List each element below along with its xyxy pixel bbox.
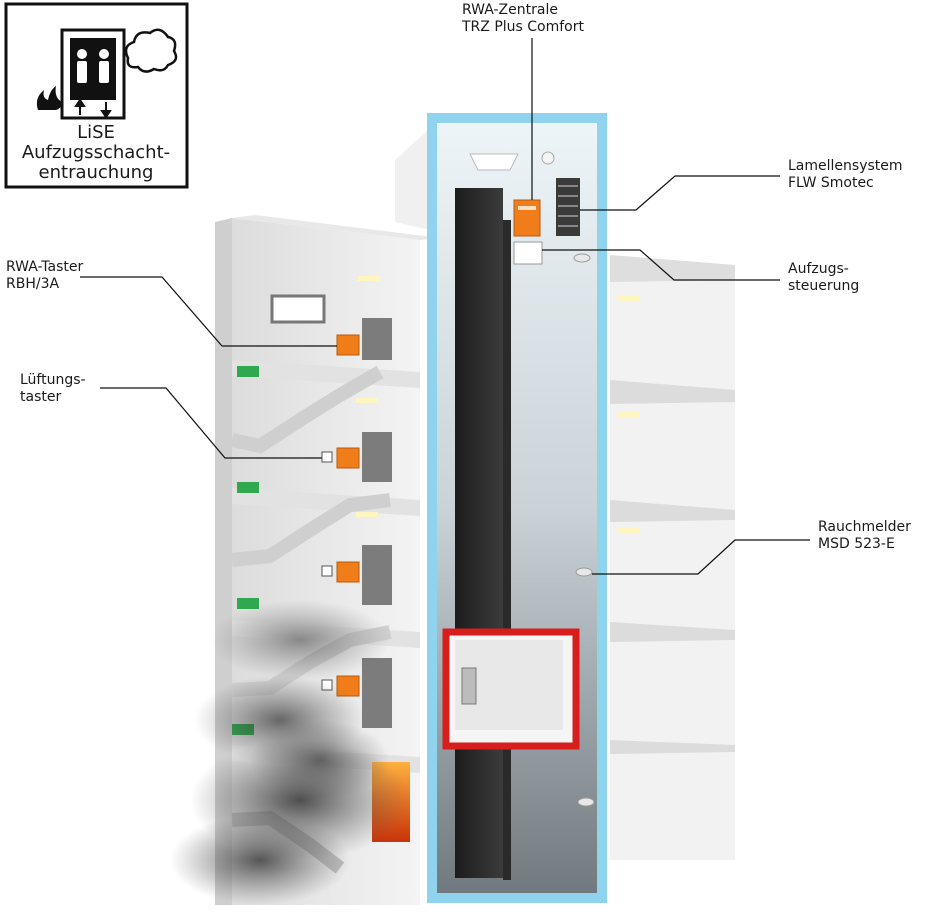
label-rwa-taster-1: RWA-Taster <box>6 259 83 275</box>
shaft-frame <box>427 113 607 903</box>
right-floors <box>610 255 735 860</box>
smoke-detector <box>575 567 593 577</box>
ventilation-button <box>336 447 360 469</box>
label-rauchmelder-1: Rauchmelder <box>818 519 911 535</box>
label-rwa-zentrale-1: RWA-Zentrale <box>462 2 558 18</box>
badge-subtitle-2: entrauchung <box>39 162 154 183</box>
up-down-arrows-icon <box>74 98 112 119</box>
fire-icon <box>36 86 62 110</box>
rwa-button <box>336 334 360 356</box>
label-aufzugssteuerung-2: steuerung <box>788 278 859 294</box>
rwa-control-panel <box>513 199 541 237</box>
smoke-detector <box>573 253 591 263</box>
label-aufzugssteuerung-1: Aufzugs- <box>788 261 849 277</box>
louvre-ventilation <box>556 178 580 236</box>
elevator-shaft <box>395 113 607 903</box>
guide-rail <box>455 188 503 878</box>
stairwell <box>170 215 440 905</box>
label-rwa-zentrale-2: TRZ Plus Comfort <box>461 19 584 35</box>
smoke-detector <box>577 797 595 807</box>
elevator-cabin <box>442 628 580 750</box>
label-lueftungstaster-1: Lüftungs- <box>20 372 86 388</box>
label-lamellensystem-2: FLW Smotec <box>788 175 874 191</box>
smoke-icon <box>124 28 178 73</box>
lise-badge: LiSE Aufzugsschacht- entrauchung <box>4 2 189 189</box>
cabin-frame <box>442 628 580 750</box>
badge-title: LiSE <box>77 122 115 143</box>
label-lamellensystem-1: Lamellensystem <box>788 158 903 174</box>
label-rauchmelder-2: MSD 523-E <box>818 536 895 552</box>
people-icon <box>77 49 109 83</box>
callouts: RWA-Zentrale TRZ Plus Comfort Lamellensy… <box>6 2 911 575</box>
badge-subtitle-1: Aufzugsschacht- <box>22 142 170 163</box>
label-rwa-taster-2: RBH/3A <box>6 276 59 292</box>
smoke <box>170 600 410 905</box>
elevator-controller <box>513 241 543 265</box>
label-lueftungstaster-2: taster <box>20 389 61 405</box>
